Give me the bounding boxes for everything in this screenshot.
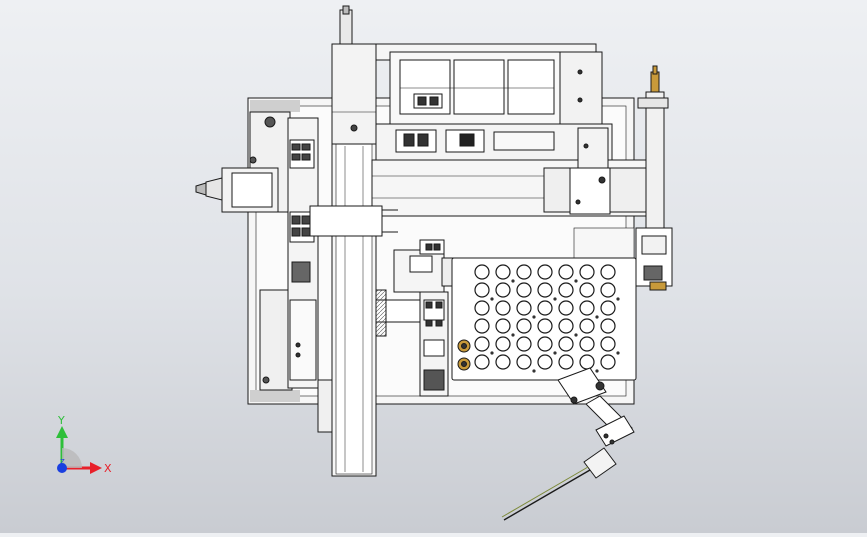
plate-well (579, 282, 595, 298)
plate-well (579, 354, 595, 370)
plate-screw (490, 351, 494, 355)
plate-screw (574, 279, 578, 283)
plate-well (600, 336, 616, 352)
plate-well (558, 264, 574, 280)
plate-well (600, 354, 616, 370)
plate-well (495, 318, 511, 334)
plate-well (495, 300, 511, 316)
plate-screw (553, 351, 557, 355)
plate-well (516, 354, 532, 370)
plate-wells (474, 264, 620, 373)
plate-screw (532, 315, 536, 319)
plate-well (495, 336, 511, 352)
plate-well (516, 336, 532, 352)
plate-well (516, 264, 532, 280)
plate-well (558, 282, 574, 298)
plate-screw (616, 297, 620, 301)
coordinate-triad: Y X Z (56, 414, 112, 475)
plate-well (558, 318, 574, 334)
plate-well (558, 300, 574, 316)
plate-screw (553, 297, 557, 301)
plate-screw (511, 279, 515, 283)
plate-well (537, 300, 553, 316)
triad-z-label: Z (60, 458, 65, 466)
plate-well (537, 354, 553, 370)
plate-well (600, 300, 616, 316)
plate-well (474, 282, 490, 298)
plate-well (474, 318, 490, 334)
plate-well (495, 282, 511, 298)
left-spindle (195, 167, 279, 213)
plate-well (516, 282, 532, 298)
plate-well (537, 282, 553, 298)
plate-well (495, 354, 511, 370)
plate-well (558, 354, 574, 370)
plate-well (474, 300, 490, 316)
triad-x-label: X (104, 462, 112, 475)
y-axis-rail (317, 5, 377, 477)
plate-well (600, 282, 616, 298)
plate-screw (490, 297, 494, 301)
gripper-column (375, 289, 449, 397)
plate-well (495, 264, 511, 280)
plate-screw (595, 315, 599, 319)
pneumatic-cylinder (635, 65, 673, 291)
plate-well (579, 336, 595, 352)
plate-screw (616, 351, 620, 355)
plate-well (579, 300, 595, 316)
left-actuator-stack (287, 117, 319, 389)
plate-well (537, 336, 553, 352)
plate-well (516, 318, 532, 334)
x-axis-gantry (375, 43, 603, 125)
plate-well (474, 354, 490, 370)
plate-well (600, 318, 616, 334)
cable-carrier (375, 123, 613, 161)
right-carriage (569, 127, 635, 259)
plate-screw (511, 333, 515, 337)
plate-well (600, 264, 616, 280)
triad-y-label: Y (57, 414, 65, 427)
plate-well (474, 336, 490, 352)
plate-screw (595, 369, 599, 373)
probe-arm (501, 367, 635, 521)
plate-well (516, 300, 532, 316)
plate-screw (532, 369, 536, 373)
plate-well (558, 336, 574, 352)
plate-well (579, 318, 595, 334)
plate-screw (574, 333, 578, 337)
plate-well (474, 264, 490, 280)
plate-well (579, 264, 595, 280)
plate-well (537, 318, 553, 334)
plate-well (537, 264, 553, 280)
